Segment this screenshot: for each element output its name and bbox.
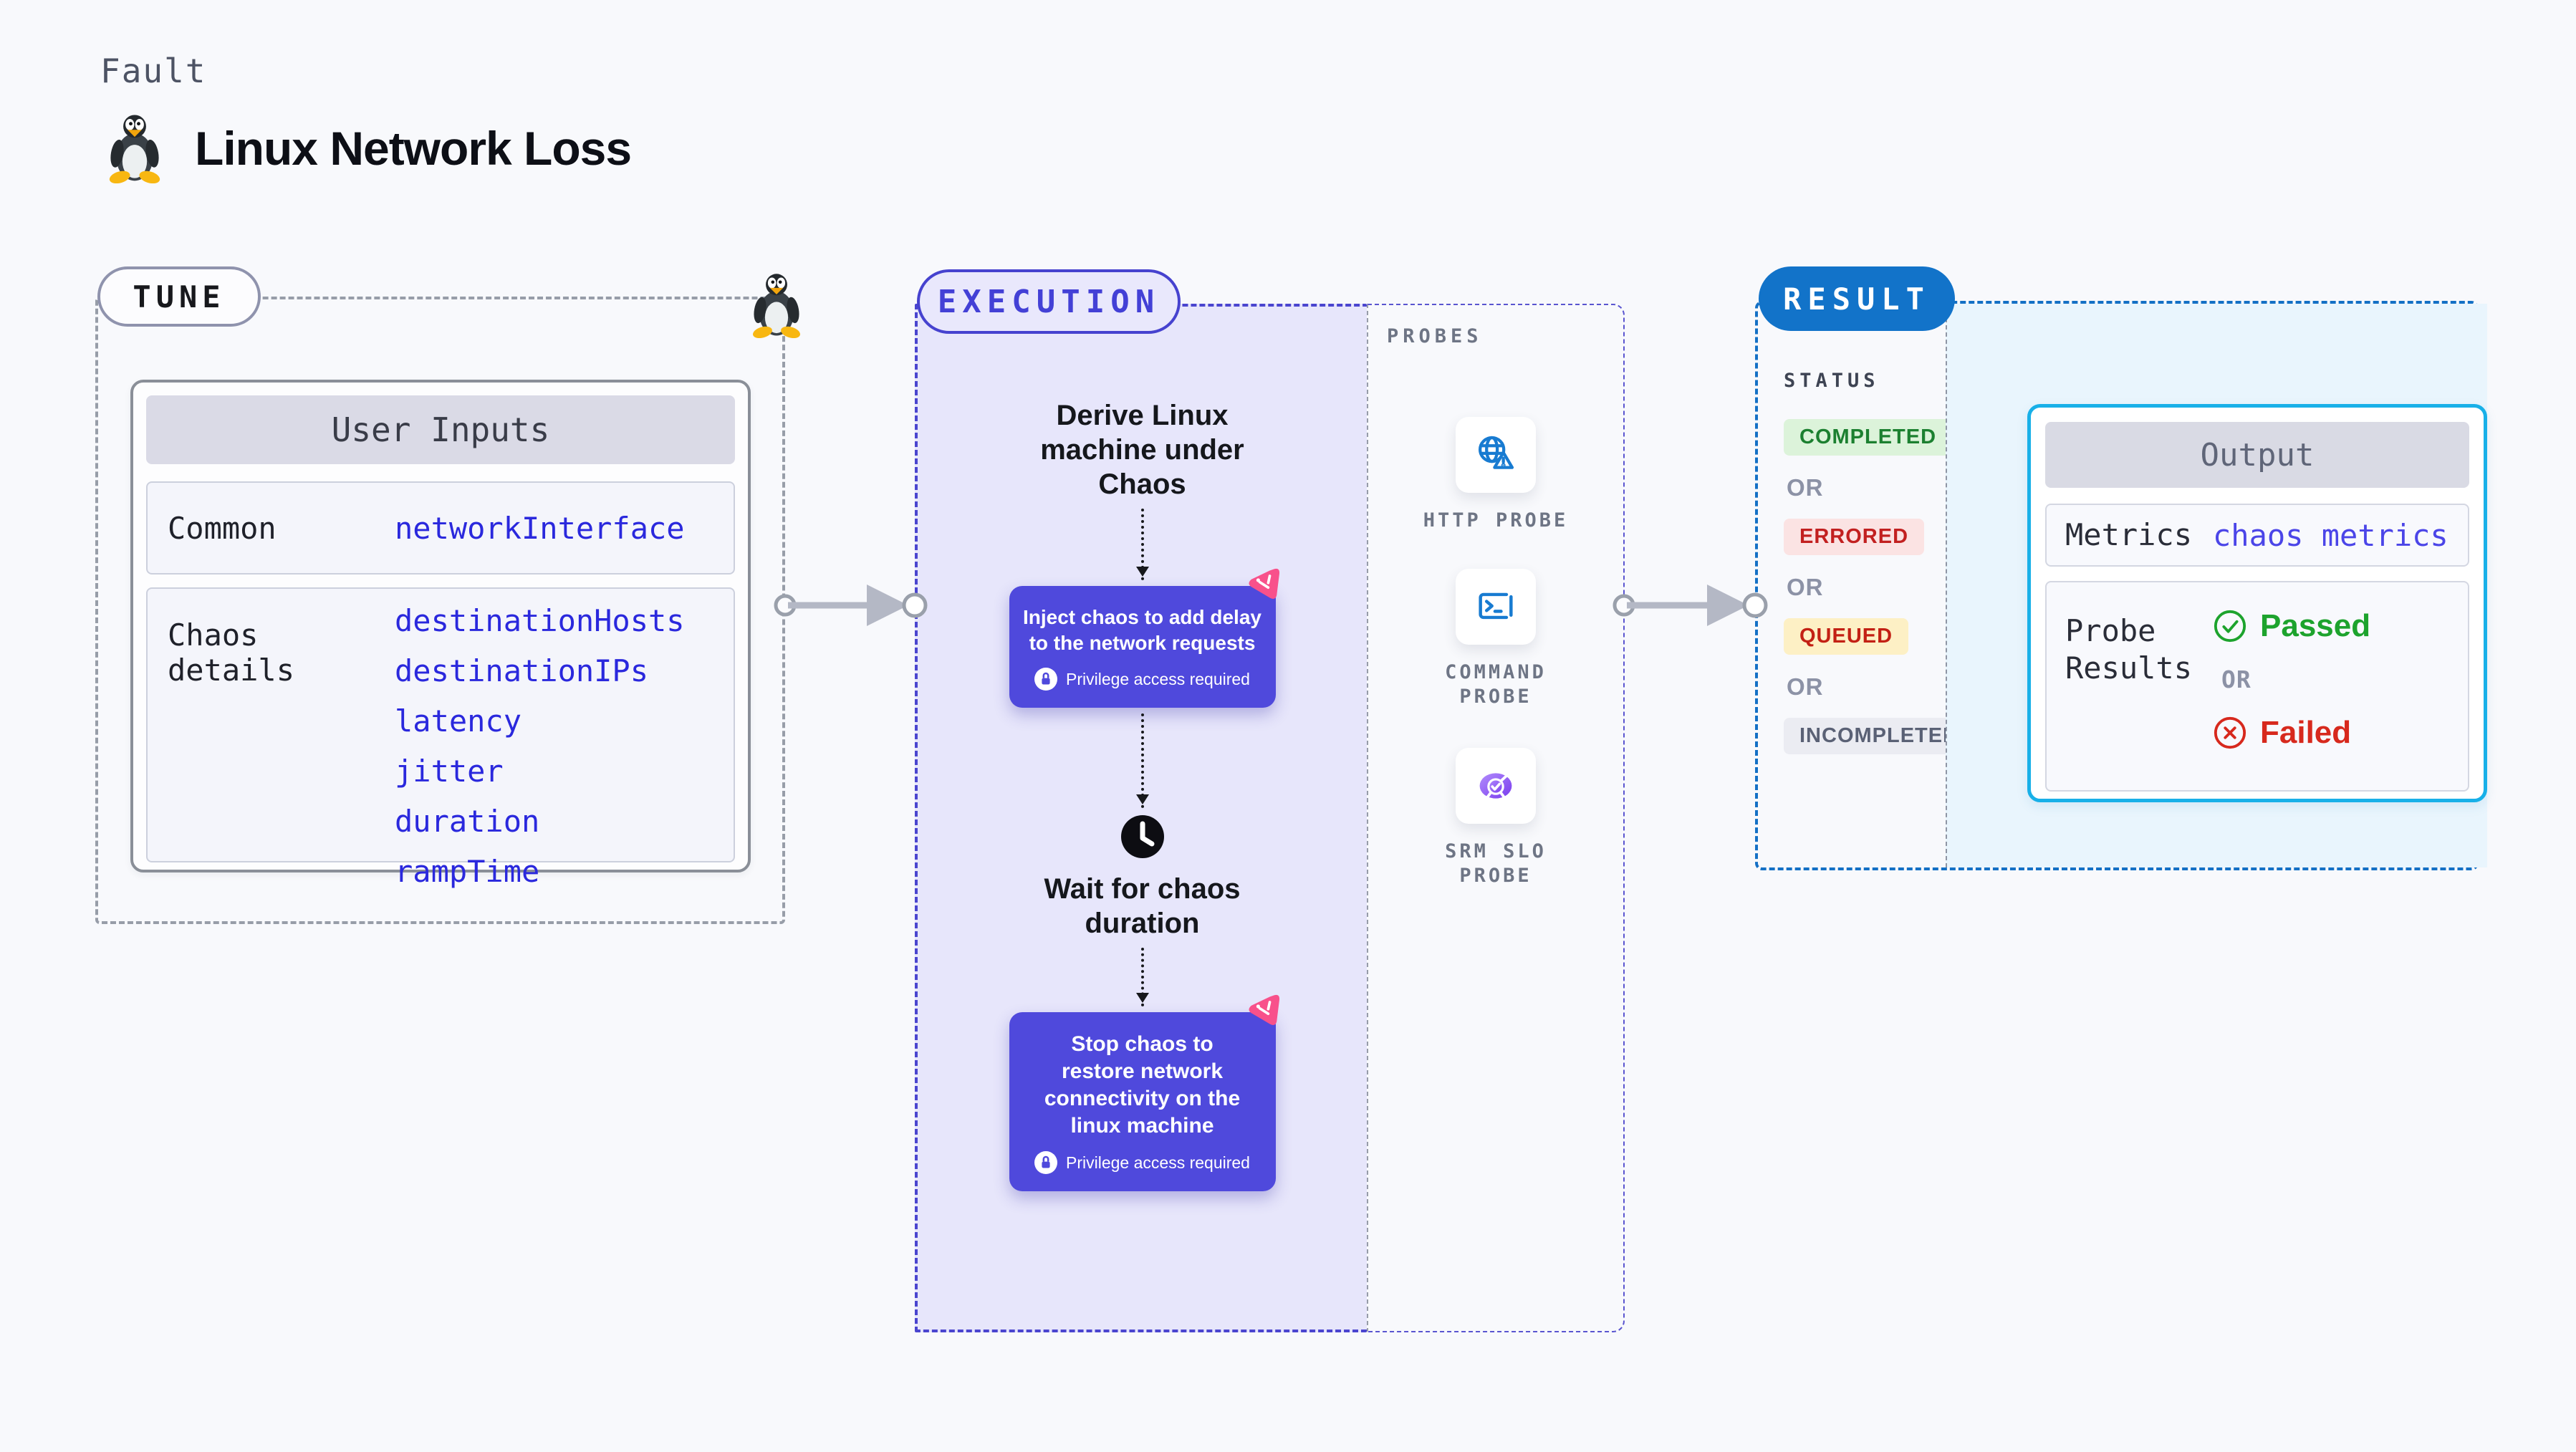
chaos-flag-icon [1244,992,1284,1032]
x-circle-icon [2214,716,2246,749]
http-probe-item: HTTP PROBE [1413,417,1578,533]
flow-connector [1135,713,1149,808]
flow-connector [1135,509,1149,580]
flow-connector [1135,948,1149,1006]
globe-alert-icon [1479,436,1514,469]
inject-chaos-label: Inject chaos to add delay to the network… [1023,606,1261,654]
input-row-label: Chaos details [168,617,295,688]
chaos-flag-icon [1244,566,1284,606]
terminal-icon [1479,592,1513,620]
wait-step-title: Wait for chaos duration [1044,873,1241,939]
arrow-execution-to-result [1613,585,1768,626]
failed-label: Failed [2260,715,2352,750]
execution-section: Derive Linux machine under Chaos Inject … [915,304,1367,1332]
stop-chaos-node: Stop chaos to restore network connectivi… [1009,1012,1276,1191]
lock-icon [1034,1151,1057,1174]
passed-label: Passed [2260,608,2371,643]
execution-pill: EXECUTION [917,269,1181,334]
input-value: destinationHosts [395,603,685,638]
tune-pill: TUNE [97,266,261,327]
linux-tux-icon-small [749,272,804,338]
status-badge-queued: QUEUED [1784,618,1909,655]
output-card: Output Metrics chaos metrics Probe Resul… [2027,404,2487,802]
arrow-tune-to-execution [774,585,928,626]
status-badge-errored: ERRORED [1784,519,1925,555]
derive-step-title: Derive Linux machine under Chaos [1040,400,1244,500]
passed-line: Passed [2213,608,2370,644]
input-row-label: Common [168,510,277,546]
input-value: rampTime [395,854,540,889]
probes-label: PROBES [1387,325,1483,347]
inject-chaos-node: Inject chaos to add delay to the network… [1009,586,1276,708]
http-probe-card [1456,417,1536,493]
input-row-common: Common networkInterface [146,481,735,574]
input-value: destinationIPs [395,653,649,688]
result-output-panel: Output Metrics chaos metrics Probe Resul… [1946,304,2487,867]
status-badge-incompleted: INCOMPLETED [1784,718,1975,754]
fault-eyebrow: Fault [100,52,207,90]
status-badge-completed: COMPLETED [1784,419,1953,456]
user-inputs-title: User Inputs [146,395,735,464]
or-label: OR [1787,574,1824,600]
failed-line: Failed [2213,715,2370,751]
metrics-value: chaos metrics [2213,517,2448,553]
check-circle-icon [2214,610,2246,643]
srm-slo-probe-label: SRM SLO PROBE [1445,840,1547,887]
privilege-badge: Privilege access required [1034,668,1250,691]
slo-donut-icon [1479,773,1512,799]
result-pill: RESULT [1759,266,1955,331]
input-value: latency [395,703,522,739]
metrics-row: Metrics chaos metrics [2045,504,2469,567]
command-probe-label: COMMAND PROBE [1445,661,1547,708]
srm-slo-probe-card [1456,748,1536,824]
linux-tux-icon [106,113,163,183]
clock-icon [1120,814,1166,863]
result-section: STATUS COMPLETED OR ERRORED OR QUEUED OR… [1755,301,2487,870]
page-header: Linux Network Loss [106,113,632,183]
or-label: OR [1787,673,1824,700]
probes-section: PROBES HTTP PROBE COMMAND PROBE [1367,304,1625,1332]
srm-slo-probe-item: SRM SLO PROBE [1413,748,1578,888]
or-label: OR [2221,665,2251,693]
privilege-label: Privilege access required [1066,1153,1250,1172]
output-title: Output [2045,422,2469,488]
user-inputs-card: User Inputs Common networkInterface Chao… [130,380,751,889]
http-probe-label: HTTP PROBE [1423,509,1569,532]
privilege-badge: Privilege access required [1034,1151,1250,1174]
or-label: OR [1787,474,1824,501]
page-title: Linux Network Loss [195,122,632,175]
lock-icon [1034,668,1057,691]
probe-results-label: Probe Results [2065,613,2193,686]
probe-results-row: Probe Results Passed OR [2045,581,2469,792]
privilege-label: Privilege access required [1066,669,1250,688]
stop-chaos-label: Stop chaos to restore network connectivi… [1044,1032,1241,1138]
input-row-chaos-details: Chaos details destinationHosts destinati… [146,587,735,889]
command-probe-item: COMMAND PROBE [1413,569,1578,709]
status-label: STATUS [1784,370,1880,392]
input-value: duration [395,804,540,839]
metrics-label: Metrics [2065,517,2193,552]
command-probe-card [1456,569,1536,645]
input-value: networkInterface [395,510,685,546]
input-value: jitter [395,754,504,789]
status-column: STATUS COMPLETED OR ERRORED OR QUEUED OR… [1758,304,1975,867]
